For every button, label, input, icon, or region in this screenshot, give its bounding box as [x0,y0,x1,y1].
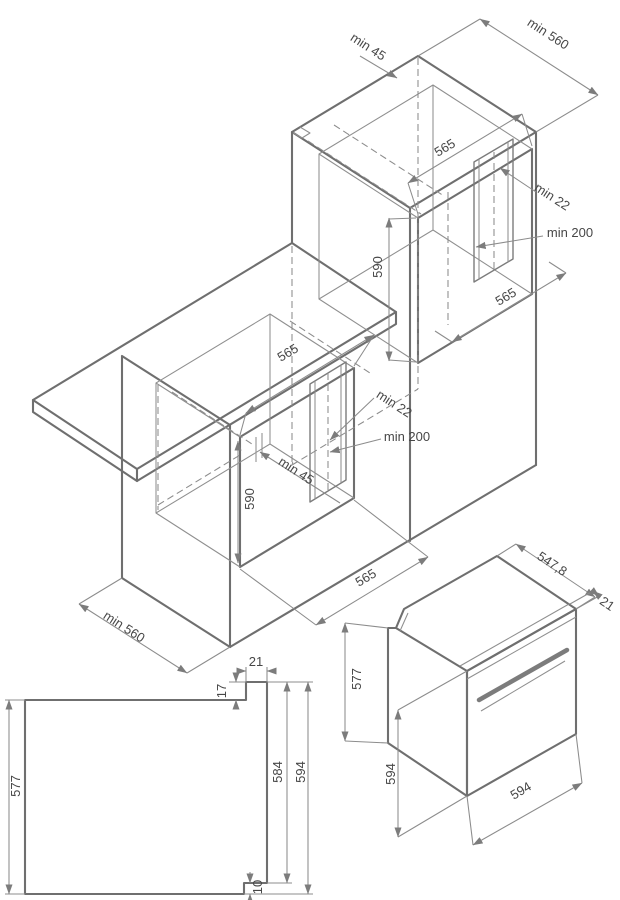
dim-base-niche-height: 590 [242,488,257,510]
dim-base-min-depth: min 560 [101,608,148,646]
dim-base-vent-area: min 200 [384,429,430,444]
oven-side-view: 577 21 17 584 594 10 [5,654,313,900]
dim-side-total-height: 594 [293,761,308,783]
tall-unit-dimensions: min 560 min 45 565 min 22 min 200 590 56… [348,15,599,363]
dim-base-rear-gap: min 22 [374,387,415,421]
dim-tall-vent-area: min 200 [547,225,593,240]
dim-tall-min-depth: min 560 [525,15,572,53]
dim-oven-frame: 21 [597,593,617,614]
dim-oven-front-height: 594 [383,763,398,785]
dim-base-niche-depth: 565 [353,566,379,590]
dim-tall-niche-height: 590 [370,256,385,278]
dim-side-door-height: 584 [270,761,285,783]
dim-side-bottom-step: 10 [250,880,265,894]
dim-base-niche-width: 565 [275,341,301,365]
dim-tall-vent-gap: min 45 [348,30,389,64]
dim-tall-niche-width: 565 [432,136,458,160]
dim-side-top-step-width: 21 [249,654,263,669]
worktop [31,241,398,483]
base-unit-dimensions: 565 min 22 min 200 min 45 590 565 min 56… [78,334,430,674]
oven-isometric: 547,8 21 577 594 594 [341,543,617,846]
dim-oven-depth: 547,8 [535,548,570,579]
dim-oven-body-height: 577 [349,668,364,690]
dim-side-top-step-height: 17 [214,684,229,698]
dim-tall-rear-gap: min 22 [532,180,573,214]
dim-oven-width: 594 [508,779,534,803]
dim-side-body-height: 577 [8,775,23,797]
